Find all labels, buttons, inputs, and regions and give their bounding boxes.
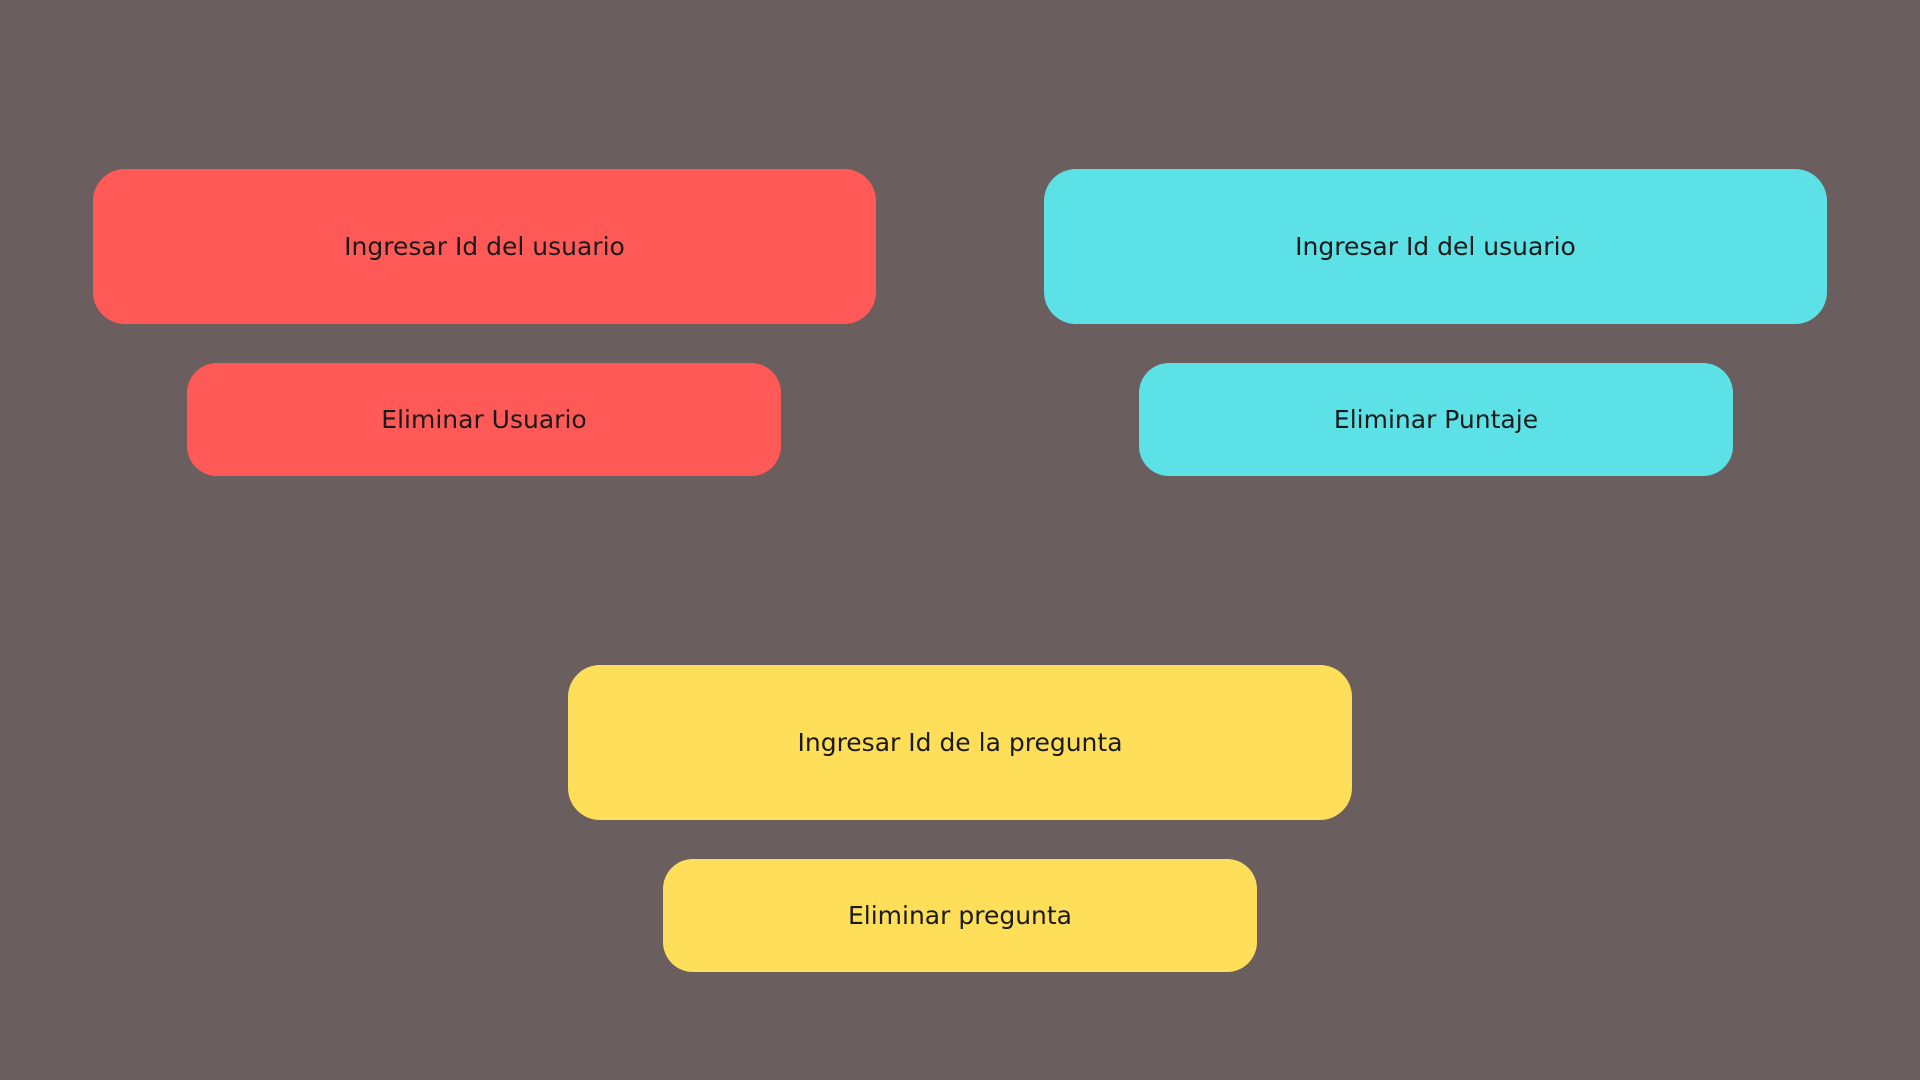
delete-question-button-label: Eliminar pregunta: [847, 901, 1073, 930]
score-user-id-input[interactable]: Ingresar Id del usuario: [1044, 169, 1827, 324]
question-id-input[interactable]: Ingresar Id de la pregunta: [568, 665, 1352, 820]
delete-user-button-label: Eliminar Usuario: [381, 405, 587, 434]
user-id-input[interactable]: Ingresar Id del usuario: [93, 169, 876, 324]
delete-score-button[interactable]: Eliminar Puntaje: [1139, 363, 1733, 476]
delete-user-button[interactable]: Eliminar Usuario: [187, 363, 781, 476]
delete-question-button[interactable]: Eliminar pregunta: [663, 859, 1257, 972]
user-id-input-label: Ingresar Id del usuario: [344, 232, 625, 261]
score-user-id-input-label: Ingresar Id del usuario: [1295, 232, 1576, 261]
question-id-input-label: Ingresar Id de la pregunta: [797, 728, 1123, 757]
delete-score-button-label: Eliminar Puntaje: [1333, 405, 1539, 434]
